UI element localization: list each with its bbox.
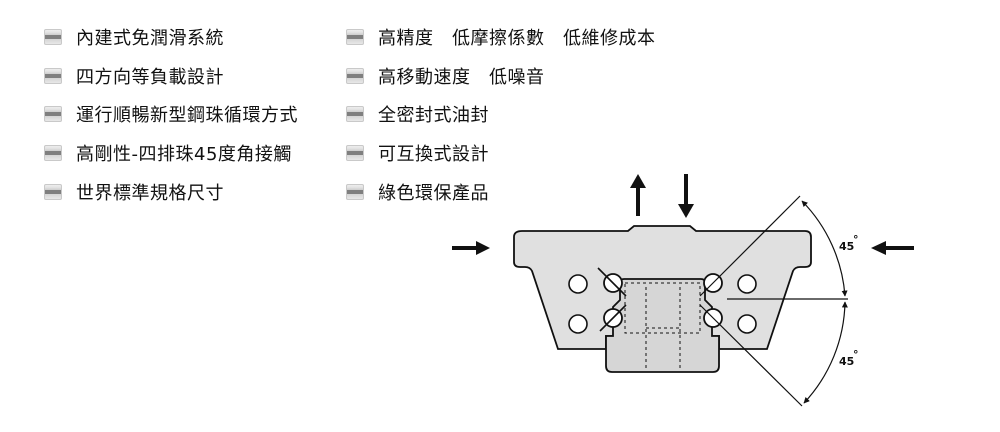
bullet-icon [346, 106, 364, 123]
feature-label: 可互換式設計 [378, 144, 489, 166]
feature-item: 世界標準規格尺寸 [44, 172, 298, 211]
feature-item: 內建式免潤滑系統 [44, 18, 298, 57]
feature-item: 高剛性-四排珠45度角接觸 [44, 134, 298, 173]
return-hole [568, 274, 588, 294]
load-arrow-right-icon [452, 241, 490, 255]
bullet-icon [44, 67, 62, 84]
degree-symbol: ° [853, 233, 859, 246]
bullet-icon [44, 145, 62, 162]
feature-label: 四方向等負載設計 [76, 66, 224, 88]
feature-item: 運行順暢新型鋼珠循環方式 [44, 95, 298, 134]
feature-label: 世界標準規格尺寸 [76, 182, 224, 204]
degree-symbol: ° [853, 348, 859, 361]
bullet-icon [346, 67, 364, 84]
feature-label: 高剛性-四排珠45度角接觸 [76, 144, 292, 166]
bullet-icon [44, 106, 62, 123]
return-hole [737, 274, 757, 294]
block-cavity [624, 282, 701, 334]
angle-arc-bottom [803, 301, 848, 404]
feature-list-right: 高精度 低摩擦係數 低維修成本 高移動速度 低噪音 全密封式油封 可互換式設計 … [346, 18, 656, 211]
feature-label: 高精度 低摩擦係數 低維修成本 [378, 28, 656, 50]
feature-list-left: 內建式免潤滑系統 四方向等負載設計 運行順暢新型鋼珠循環方式 高剛性-四排珠45… [44, 18, 298, 211]
feature-item: 可互換式設計 [346, 134, 656, 173]
bullet-icon [346, 29, 364, 46]
return-hole [737, 314, 757, 334]
feature-item: 高精度 低摩擦係數 低維修成本 [346, 18, 656, 57]
feature-item: 高移動速度 低噪音 [346, 57, 656, 96]
feature-item: 綠色環保產品 [346, 172, 656, 211]
load-arrow-left-icon [871, 241, 914, 255]
feature-item: 全密封式油封 [346, 95, 656, 134]
feature-item: 四方向等負載設計 [44, 57, 298, 96]
load-arrow-down-icon [630, 174, 646, 216]
feature-label: 高移動速度 低噪音 [378, 66, 545, 88]
angle-label-top: 45 [839, 240, 854, 253]
bullet-icon [346, 145, 364, 162]
feature-label: 全密封式油封 [378, 105, 489, 127]
bullet-icon [44, 29, 62, 46]
angle-label-bottom: 45 [839, 355, 854, 368]
bullet-icon [346, 183, 364, 200]
load-arrow-up-icon [678, 174, 694, 218]
feature-label: 運行順暢新型鋼珠循環方式 [76, 105, 298, 127]
bullet-icon [44, 183, 62, 200]
feature-label: 綠色環保產品 [378, 182, 489, 204]
feature-label: 內建式免潤滑系統 [76, 28, 224, 50]
angle-arc-top [801, 200, 848, 297]
return-hole [568, 314, 588, 334]
